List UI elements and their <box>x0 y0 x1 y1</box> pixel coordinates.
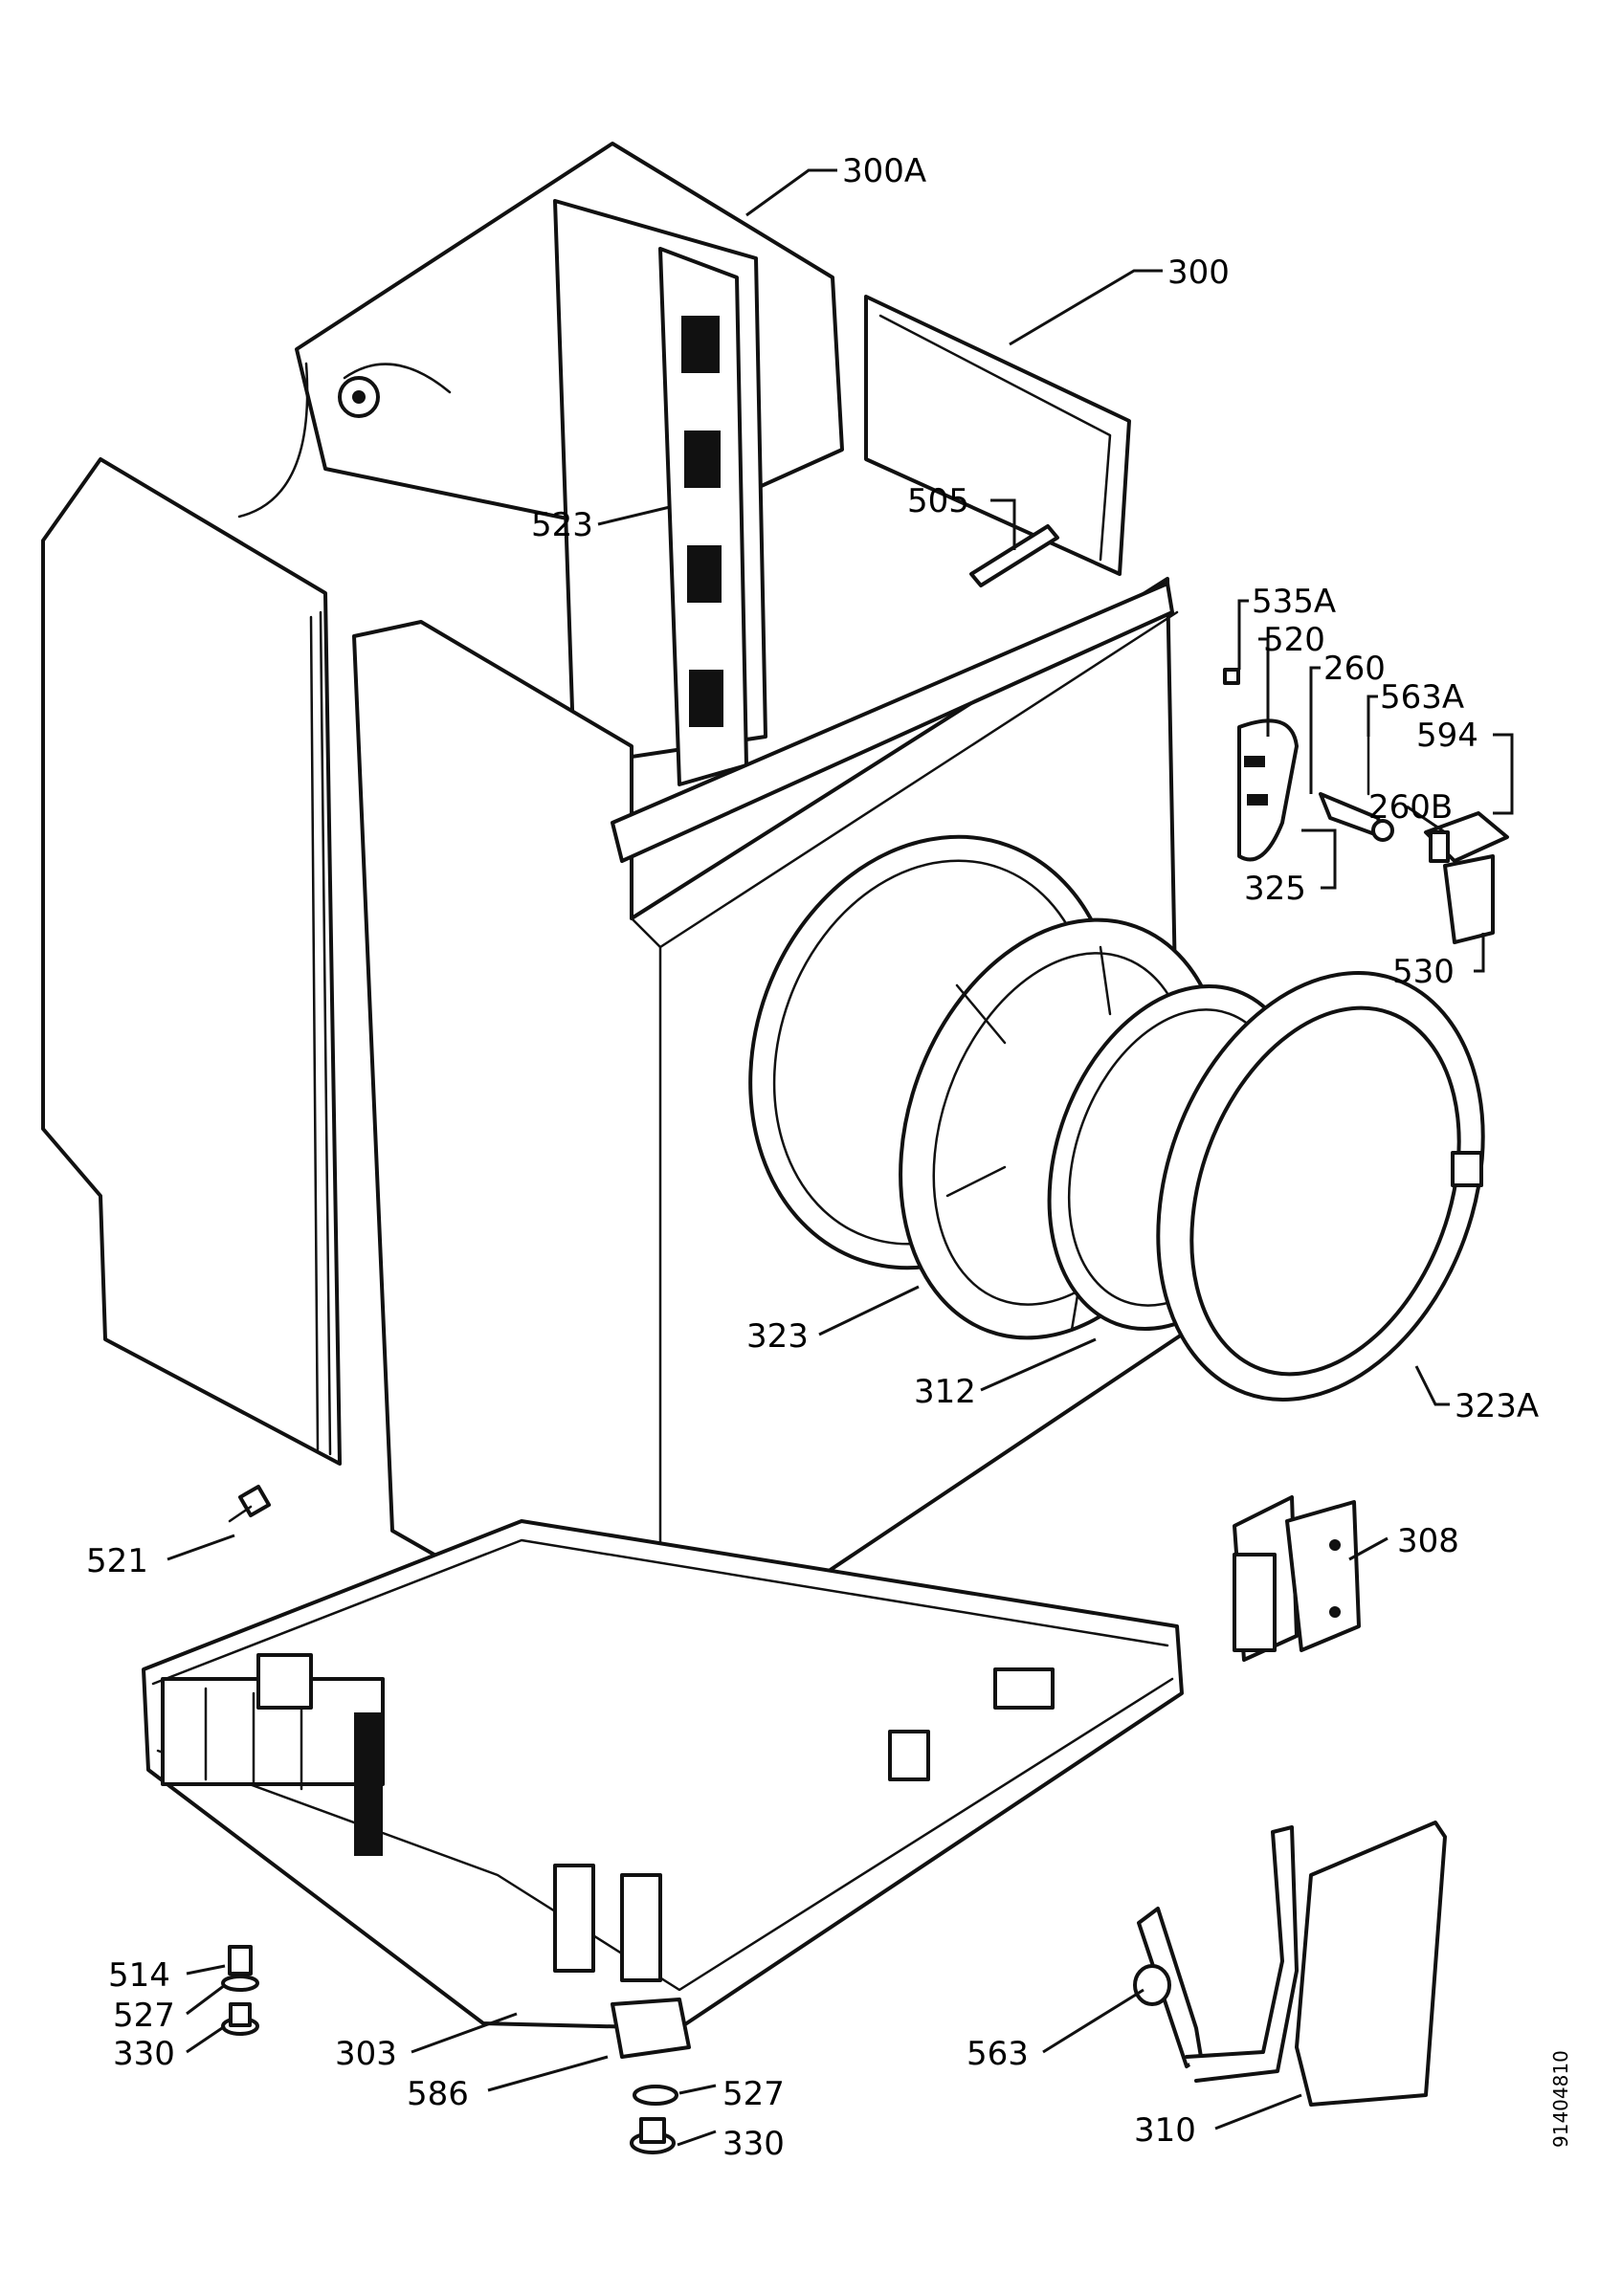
label-310: 310 <box>1134 2111 1196 2150</box>
label-325: 325 <box>1244 870 1306 908</box>
label-323: 323 <box>746 1317 809 1356</box>
label-300A: 300A <box>842 152 926 190</box>
label-521: 521 <box>86 1542 148 1580</box>
label-330-left: 330 <box>113 2035 175 2073</box>
hinge-308 <box>1233 1495 1361 1662</box>
label-520: 520 <box>1263 621 1325 659</box>
label-530: 530 <box>1392 953 1455 991</box>
label-308: 308 <box>1397 1522 1459 1560</box>
label-303: 303 <box>335 2035 397 2073</box>
label-563A: 563A <box>1380 678 1464 717</box>
left-side-panel <box>41 457 342 1466</box>
base-frame-303 <box>142 1519 1184 2030</box>
label-312: 312 <box>914 1373 976 1411</box>
label-300: 300 <box>1167 254 1230 292</box>
control-rail <box>658 247 748 786</box>
leader-lines <box>167 168 1514 2147</box>
label-330-right: 330 <box>722 2125 785 2163</box>
door-lock-parts <box>1223 668 1509 944</box>
label-260B: 260B <box>1368 788 1453 827</box>
label-535A: 535A <box>1252 583 1336 621</box>
label-527-right: 527 <box>722 2075 785 2113</box>
door-ring-323A <box>1156 971 1485 1402</box>
service-flap-assembly <box>1133 1821 1447 2107</box>
label-260: 260 <box>1323 650 1386 688</box>
label-323A: 323A <box>1455 1387 1539 1425</box>
screw-521 <box>228 1484 272 1523</box>
foot-assembly-left <box>221 1945 259 2036</box>
part-labels: 300A 300 523 505 535A 520 260 563A 594 2… <box>86 152 1539 2163</box>
pin-505 <box>969 524 1059 587</box>
label-594: 594 <box>1416 717 1478 755</box>
label-563: 563 <box>967 2035 1029 2073</box>
label-514: 514 <box>108 1956 170 1995</box>
label-505: 505 <box>907 482 969 520</box>
label-523: 523 <box>531 506 593 544</box>
document-code: 91404810 <box>1549 2050 1572 2148</box>
label-586: 586 <box>407 2075 469 2113</box>
foot-assembly-right <box>611 1998 691 2154</box>
label-527-left: 527 <box>113 1997 175 2035</box>
